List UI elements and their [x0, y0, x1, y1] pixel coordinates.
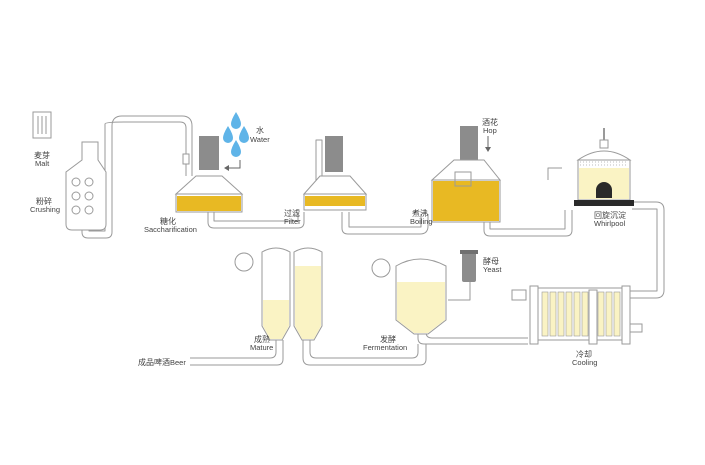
yeast-label-zh: 酵母 [483, 257, 499, 266]
mature-label-en: Mature [250, 343, 273, 352]
saccharification-tank [174, 136, 244, 213]
pipe-ferm-to-mature [309, 340, 419, 359]
cooling-label-zh: 冷却 [576, 349, 592, 359]
pipe-ferm-to-mature-inner [302, 340, 427, 366]
malt-container [32, 111, 52, 139]
pipe-mature-to-beer [190, 340, 277, 359]
boiling-label-en: Boiling [410, 217, 433, 226]
maturation-tanks [234, 247, 323, 341]
saccharification-label-en: Saccharification [144, 225, 197, 234]
pipe-whirl-to-cooler [630, 201, 665, 299]
fermentation-label-zh: 发酵 [380, 334, 396, 344]
water-label-zh: 水 [256, 125, 264, 135]
pipe-crusher-to-mash-inner [88, 121, 187, 232]
yeast-canister [460, 250, 478, 282]
pipe-yeast-feed [448, 282, 471, 301]
filter-tank [302, 136, 368, 211]
boiling-kettle [430, 126, 502, 223]
crushing-label-en: Crushing [30, 205, 60, 214]
pipe-mature-to-beer-inner [190, 340, 284, 366]
mature-label-zh: 成熟 [254, 334, 270, 344]
crusher [65, 141, 107, 231]
pipe-cooler-to-ferm-inner [417, 332, 528, 345]
pipe-mash-to-filter [207, 212, 305, 229]
beer-label-zh: 成品啤酒 [138, 357, 170, 367]
pipe-cooler-to-ferm [425, 330, 528, 339]
yeast-label-en: Yeast [483, 265, 502, 274]
cooler [511, 285, 643, 345]
filter-label-en: Filter [284, 217, 301, 226]
hop-inlet-arrow [485, 136, 491, 152]
saccharification-label-zh: 糖化 [160, 216, 176, 226]
pipe-crusher-to-mash [81, 115, 193, 239]
whirlpool-tank [574, 128, 634, 206]
malt-label-en: Malt [35, 159, 50, 168]
boiling-label-zh: 煮沸 [412, 208, 428, 218]
cooling-label-en: Cooling [572, 358, 597, 367]
pipe-whirl-top [547, 167, 562, 180]
malt-label-zh: 麦芽 [34, 150, 50, 160]
cooler-plates [541, 291, 621, 337]
whirlpool-label-en: Whirlpool [594, 219, 626, 228]
pipe-filter-to-boil [341, 212, 429, 235]
water-inlet-arrow [224, 160, 241, 171]
water-drops-icon [223, 112, 249, 157]
fermentation-tank [371, 258, 447, 335]
pipe-boil-to-whirl-inner [489, 210, 566, 230]
crushing-label-zh: 粉碎 [36, 196, 52, 206]
hop-label-zh: 酒花 [482, 117, 498, 127]
beer-label-en: Beer [170, 358, 186, 367]
water-label-en: Water [250, 135, 270, 144]
whirlpool-label-zh: 回旋沉淀 [594, 210, 626, 220]
pipe-boil-to-whirl [483, 210, 573, 237]
pipes [81, 115, 665, 366]
filter-label-zh: 过滤 [284, 208, 300, 218]
pipe-whirl-to-cooler-inner [630, 208, 658, 292]
pipe-mash-to-filter-inner [213, 212, 299, 222]
fermentation-label-en: Fermentation [363, 343, 407, 352]
pipe-filter-riser [315, 139, 323, 186]
pipe-filter-to-boil-inner [348, 212, 422, 228]
hop-label-en: Hop [483, 126, 497, 135]
